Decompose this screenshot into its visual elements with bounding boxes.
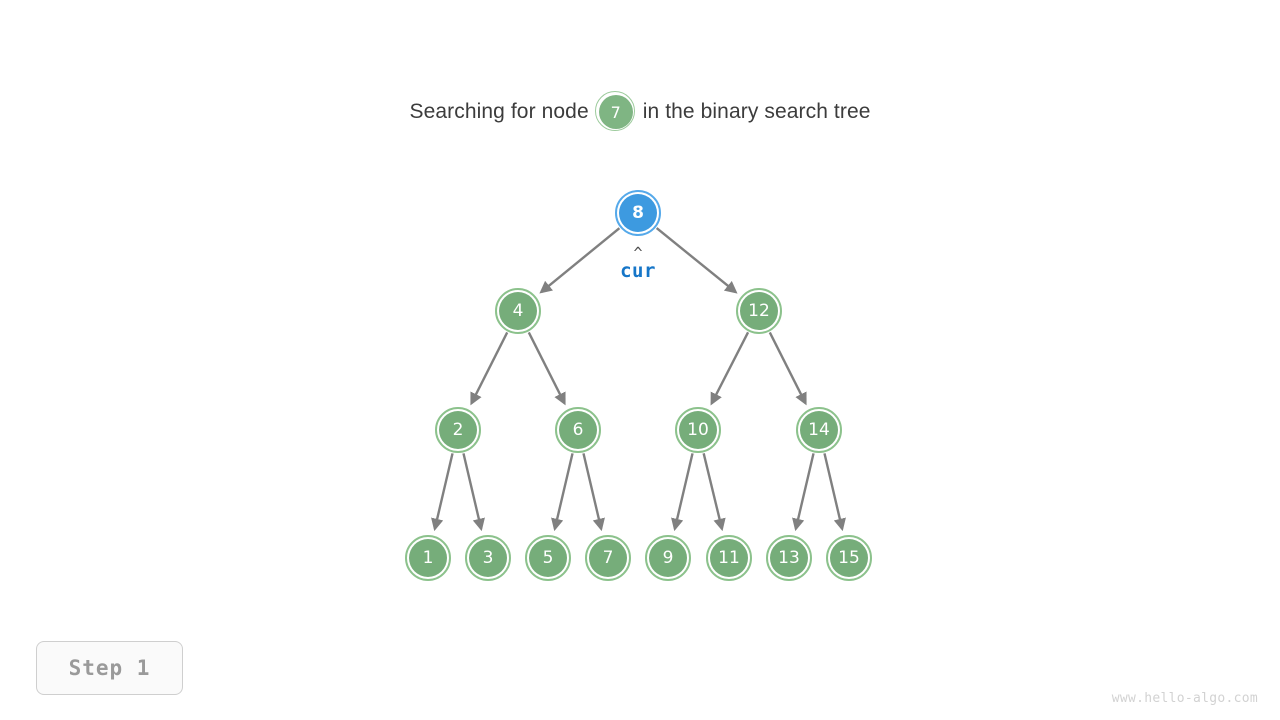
- tree-node-ring: [615, 190, 661, 236]
- tree-node-3[interactable]: 3: [465, 535, 511, 581]
- tree-node-core: [619, 194, 657, 232]
- tree-node-7[interactable]: 7: [585, 535, 631, 581]
- tree-node-10[interactable]: 10: [675, 407, 721, 453]
- tree-node-ring: [766, 535, 812, 581]
- title-suffix: in the binary search tree: [642, 100, 871, 123]
- tree-node-ring: [675, 407, 721, 453]
- title-target-node-value: 7: [610, 102, 621, 122]
- tree-node-ring: [826, 535, 872, 581]
- tree-node-value: 10: [687, 419, 709, 440]
- tree-node-ring: [706, 535, 752, 581]
- tree-node-value: 2: [452, 419, 464, 440]
- tree-node-9[interactable]: 9: [645, 535, 691, 581]
- tree-node-ring: [796, 407, 842, 453]
- tree-node-11[interactable]: 11: [706, 535, 752, 581]
- tree-node-ring: [495, 288, 541, 334]
- tree-node-value: 4: [512, 300, 524, 321]
- tree-node-5[interactable]: 5: [525, 535, 571, 581]
- tree-node-ring: [555, 407, 601, 453]
- watermark: www.hello-algo.com: [1111, 691, 1258, 706]
- tree-node-8[interactable]: 8: [615, 190, 661, 236]
- tree-node-core: [499, 292, 537, 330]
- tree-node-value: 1: [422, 547, 434, 568]
- tree-node-value: 7: [602, 547, 614, 568]
- tree-node-value: 11: [718, 547, 740, 568]
- tree-node-value: 8: [632, 202, 644, 223]
- tree-node-6[interactable]: 6: [555, 407, 601, 453]
- tree-node-core: [710, 539, 748, 577]
- cur-pointer-label: cur: [620, 260, 656, 282]
- tree-node-ring: [585, 535, 631, 581]
- tree-node-2[interactable]: 2: [435, 407, 481, 453]
- step-badge: Step 1: [36, 641, 183, 695]
- tree-node-core: [589, 539, 627, 577]
- tree-node-value: 3: [482, 547, 494, 568]
- tree-node-14[interactable]: 14: [796, 407, 842, 453]
- tree-node-value: 9: [662, 547, 674, 568]
- tree-node-core: [740, 292, 778, 330]
- tree-node-1[interactable]: 1: [405, 535, 451, 581]
- tree-node-ring: [435, 407, 481, 453]
- tree-node-value: 5: [542, 547, 554, 568]
- caret-icon: ^: [633, 244, 643, 262]
- title-target-node: 7: [594, 90, 638, 134]
- tree-node-core: [439, 411, 477, 449]
- tree-node-15[interactable]: 15: [826, 535, 872, 581]
- tree-node-value: 6: [572, 419, 584, 440]
- tree-node-12[interactable]: 12: [736, 288, 782, 334]
- tree-node-13[interactable]: 13: [766, 535, 812, 581]
- tree-node-value: 13: [778, 547, 800, 568]
- tree-node-core: [649, 539, 687, 577]
- tree-node-value: 15: [838, 547, 860, 568]
- tree-node-core: [559, 411, 597, 449]
- tree-node-core: [679, 411, 717, 449]
- tree-node-ring: [525, 535, 571, 581]
- tree-node-ring: [736, 288, 782, 334]
- title-prefix: Searching for node: [409, 100, 589, 123]
- cur-pointer: ^ cur: [620, 244, 656, 283]
- tree-node-value: 12: [748, 300, 770, 321]
- page-title: Searching for node 7 in the binary searc…: [0, 90, 1280, 134]
- title-target-node-core: [598, 95, 633, 129]
- step-badge-label: Step 1: [68, 656, 151, 680]
- tree-node-core: [469, 539, 507, 577]
- tree-node-ring: [405, 535, 451, 581]
- tree-node-core: [800, 411, 838, 449]
- tree-node-core: [409, 539, 447, 577]
- tree-node-core: [770, 539, 808, 577]
- tree-node-value: 14: [808, 419, 830, 440]
- tree-node-core: [830, 539, 868, 577]
- tree-node-ring: [465, 535, 511, 581]
- title-target-node-ring: [594, 91, 635, 131]
- tree-node-ring: [645, 535, 691, 581]
- tree-node-core: [529, 539, 567, 577]
- tree-node-4[interactable]: 4: [495, 288, 541, 334]
